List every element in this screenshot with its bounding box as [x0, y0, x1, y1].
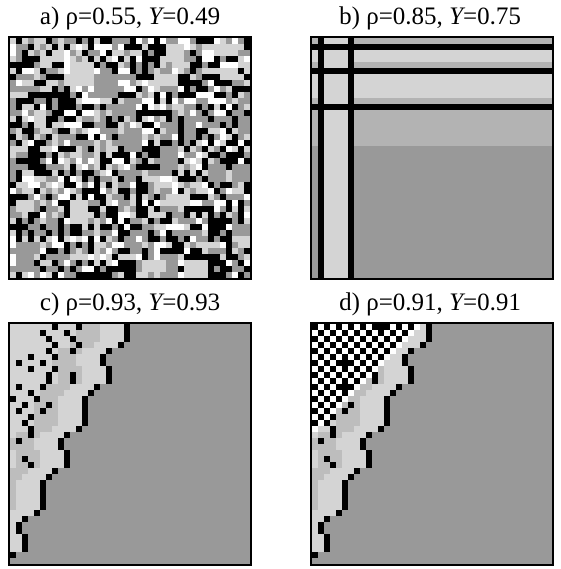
- y-value: =0.93: [162, 289, 221, 316]
- panel-d-caption: d) ρ=0.91, Y=0.91: [300, 286, 560, 320]
- panel-letter: c): [39, 289, 60, 316]
- pattern-canvas: [312, 324, 552, 564]
- y-value: =0.91: [462, 289, 521, 316]
- panel-b-caption: b) ρ=0.85, Y=0.75: [300, 0, 560, 34]
- y-symbol: Y: [148, 3, 163, 30]
- rho-label: ρ=0.93,: [65, 289, 143, 316]
- y-value: =0.49: [162, 3, 221, 30]
- pattern-image-d: [310, 322, 554, 566]
- panel-c-caption: c) ρ=0.93, Y=0.93: [0, 286, 260, 320]
- panel-letter: b): [339, 3, 360, 30]
- y-value: =0.75: [462, 3, 521, 30]
- pattern-image-a: [8, 36, 252, 280]
- y-symbol: Y: [148, 289, 163, 316]
- y-symbol: Y: [449, 3, 463, 30]
- panel-letter: d): [339, 289, 360, 316]
- rho-label: ρ=0.85,: [366, 3, 443, 30]
- rho-label: ρ=0.55,: [65, 3, 143, 30]
- pattern-image-c: [8, 322, 252, 566]
- y-symbol: Y: [449, 289, 463, 316]
- pattern-image-b: [310, 36, 554, 280]
- pattern-canvas: [312, 38, 552, 278]
- panel-a-caption: a) ρ=0.55, Y=0.49: [0, 0, 260, 34]
- pattern-canvas: [10, 324, 250, 564]
- pattern-canvas: [10, 38, 250, 278]
- rho-label: ρ=0.91,: [366, 289, 443, 316]
- panel-letter: a): [39, 3, 60, 30]
